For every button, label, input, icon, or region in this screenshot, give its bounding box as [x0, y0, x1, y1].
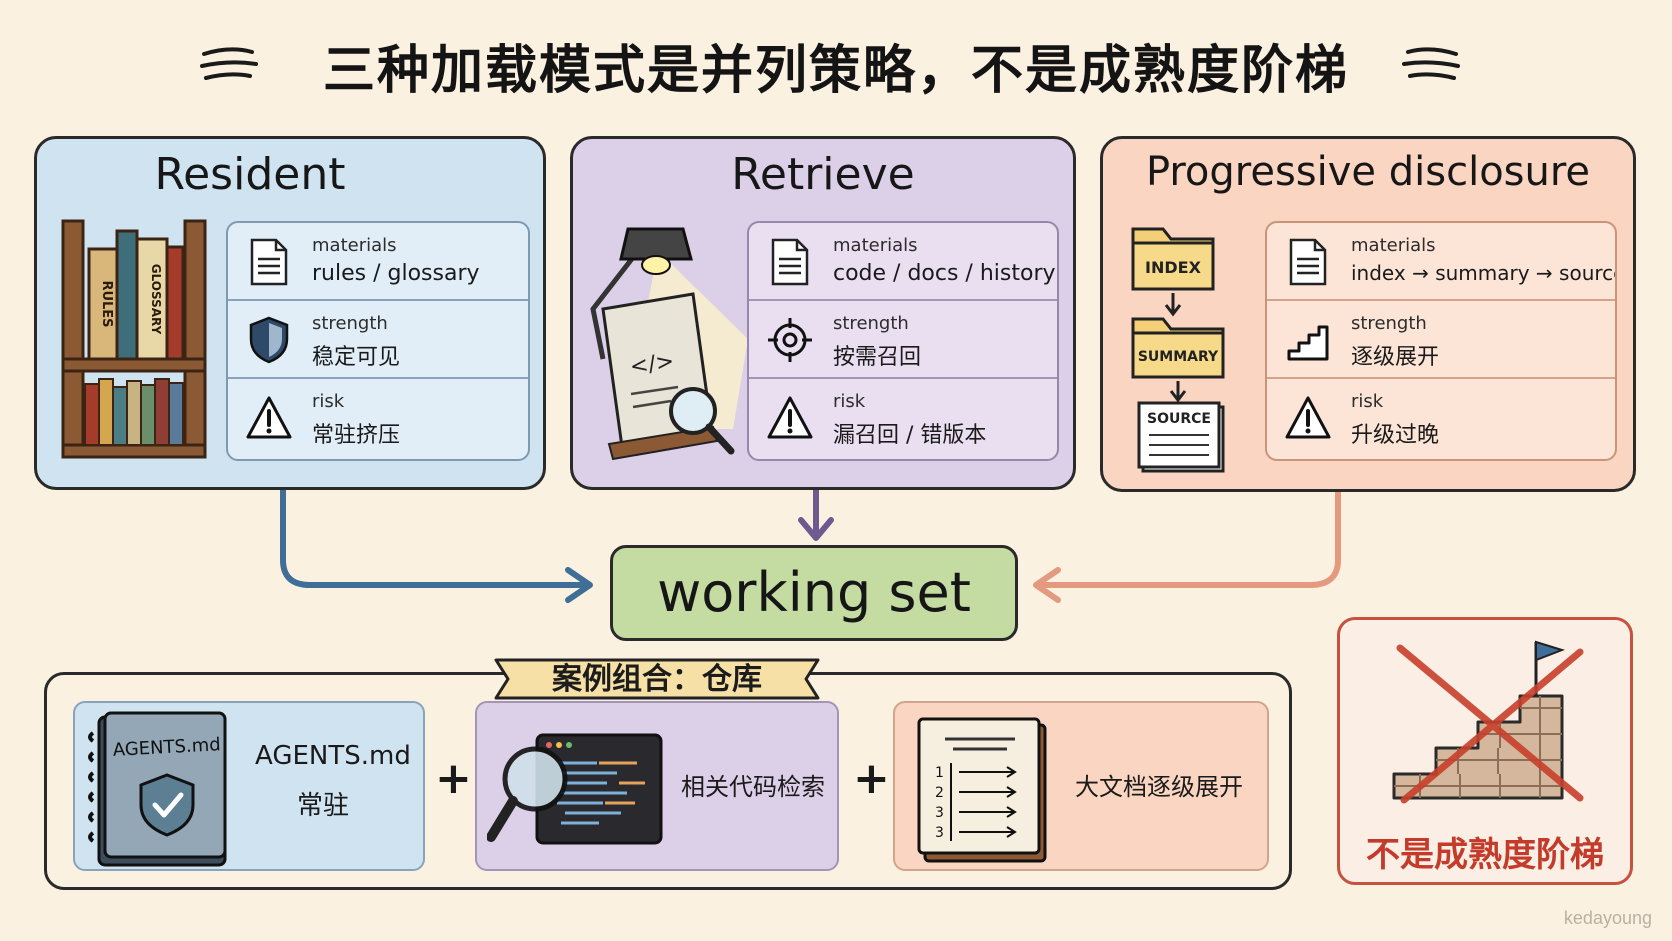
crossed-staircase-icon: [1392, 640, 1584, 804]
retrieve-risk-row: risk 漏召回 / 错版本: [749, 379, 1057, 457]
case-banner-text: 案例组合：仓库: [552, 662, 762, 697]
warning-icon: [1285, 396, 1331, 439]
case-panel: AGENTS.md AGENTS.md 常驻 + 相关代码检索 + 1 2 3 …: [44, 672, 1292, 890]
resident-strength-row: strength 稳定可见: [228, 301, 528, 379]
plus-sign-1: +: [435, 753, 472, 804]
plus-sign-2: +: [853, 753, 890, 804]
working-set-box: working set: [610, 545, 1018, 641]
title-right-decoration: [1402, 47, 1460, 80]
warning-icon: [246, 396, 292, 439]
document-icon: [250, 238, 288, 286]
toc-number-2: 2: [935, 785, 944, 801]
watermark: kedayoung: [1563, 908, 1652, 928]
warning-icon: [767, 396, 813, 439]
case-agents-line2: 常驻: [297, 791, 350, 821]
progressive-materials-row: materials index → summary → source: [1267, 223, 1615, 301]
agents-notebook-icon: AGENTS.md: [88, 711, 227, 867]
code-search-icon: [487, 733, 663, 845]
retrieve-strength-row: strength 按需召回: [749, 301, 1057, 379]
resident-materials-value: rules / glossary: [312, 261, 480, 286]
bookshelf-icon: RULES GLOSSARY: [61, 219, 207, 459]
target-icon: [768, 318, 812, 362]
source-doc-label: SOURCE: [1147, 411, 1211, 427]
retrieve-strength-label: strength: [833, 313, 909, 334]
toc-number-1: 1: [935, 765, 944, 781]
case-doc-expand-label: 大文档逐级展开: [1075, 773, 1243, 801]
resident-title: Resident: [154, 149, 346, 200]
resident-info-box: materials rules / glossary strength 稳定可见…: [226, 221, 530, 461]
lamp-code-search-icon: </>: [590, 227, 748, 461]
resident-strength-label: strength: [312, 313, 388, 334]
page-title: 三种加载模式是并列策略，不是成熟度阶梯: [322, 41, 1349, 101]
progressive-risk-value: 升级过晚: [1351, 423, 1440, 448]
case-code-search-label: 相关代码检索: [681, 773, 825, 801]
document-icon: [1289, 238, 1327, 286]
case-card-doc-expand: 1 2 3 3 大文档逐级展开: [893, 701, 1269, 871]
progressive-materials-value: index → summary → source: [1351, 261, 1617, 285]
progressive-strength-row: strength 逐级展开: [1267, 301, 1615, 379]
retrieve-materials-row: materials code / docs / history: [749, 223, 1057, 301]
svg-text:</>: </>: [628, 349, 675, 380]
retrieve-materials-label: materials: [833, 235, 918, 256]
index-folder-label: INDEX: [1145, 258, 1202, 277]
document-icon: [771, 238, 809, 286]
progressive-strength-label: strength: [1351, 313, 1427, 334]
progressive-panel: Progressive disclosure INDEX SUMMARY SOU…: [1100, 136, 1636, 492]
progressive-risk-label: risk: [1351, 391, 1384, 412]
resident-panel: Resident RULES GLOSSARY materials rules …: [34, 136, 546, 490]
book-label-glossary: GLOSSARY: [149, 264, 163, 335]
case-banner-ribbon: [494, 658, 820, 700]
retrieve-strength-value: 按需召回: [833, 345, 922, 370]
shield-icon: [249, 316, 289, 364]
resident-risk-value: 常驻挤压: [312, 423, 401, 448]
summary-folder-label: SUMMARY: [1138, 349, 1219, 365]
case-card-code-search: 相关代码检索: [475, 701, 839, 871]
not-ladder-label: 不是成熟度阶梯: [1366, 835, 1604, 875]
progressive-risk-row: risk 升级过晚: [1267, 379, 1615, 457]
resident-risk-label: risk: [312, 391, 345, 412]
retrieve-risk-value: 漏召回 / 错版本: [833, 423, 987, 448]
toc-number-3: 3: [935, 805, 944, 821]
retrieve-panel: Retrieve </> materials code / docs / his…: [570, 136, 1076, 490]
document-toc-icon: 1 2 3 3: [917, 717, 1047, 863]
resident-risk-row: risk 常驻挤压: [228, 379, 528, 457]
case-card-agents: AGENTS.md AGENTS.md 常驻: [73, 701, 425, 871]
retrieve-title: Retrieve: [731, 149, 915, 200]
toc-number-4: 3: [935, 825, 944, 841]
resident-materials-label: materials: [312, 235, 397, 256]
progressive-title: Progressive disclosure: [1145, 149, 1591, 195]
book-label-rules: RULES: [99, 280, 114, 327]
retrieve-info-box: materials code / docs / history strength…: [747, 221, 1059, 461]
resident-strength-value: 稳定可见: [312, 345, 401, 370]
progressive-materials-label: materials: [1351, 235, 1436, 256]
retrieve-risk-label: risk: [833, 391, 866, 412]
not-ladder-panel: 不是成熟度阶梯: [1337, 617, 1633, 885]
resident-materials-row: materials rules / glossary: [228, 223, 528, 301]
arrow-resident-to-working-set: [280, 487, 588, 588]
arrow-progressive-to-working-set: [1037, 489, 1341, 588]
retrieve-materials-value: code / docs / history: [833, 261, 1056, 286]
progressive-strength-value: 逐级展开: [1351, 345, 1440, 370]
stairs-icon: [1287, 325, 1329, 361]
folder-hierarchy-icon: INDEX SUMMARY SOURCE: [1131, 227, 1225, 473]
case-agents-line1: AGENTS.md: [255, 741, 411, 771]
progressive-info-box: materials index → summary → source stren…: [1265, 221, 1617, 461]
title-left-decoration: [200, 47, 258, 80]
